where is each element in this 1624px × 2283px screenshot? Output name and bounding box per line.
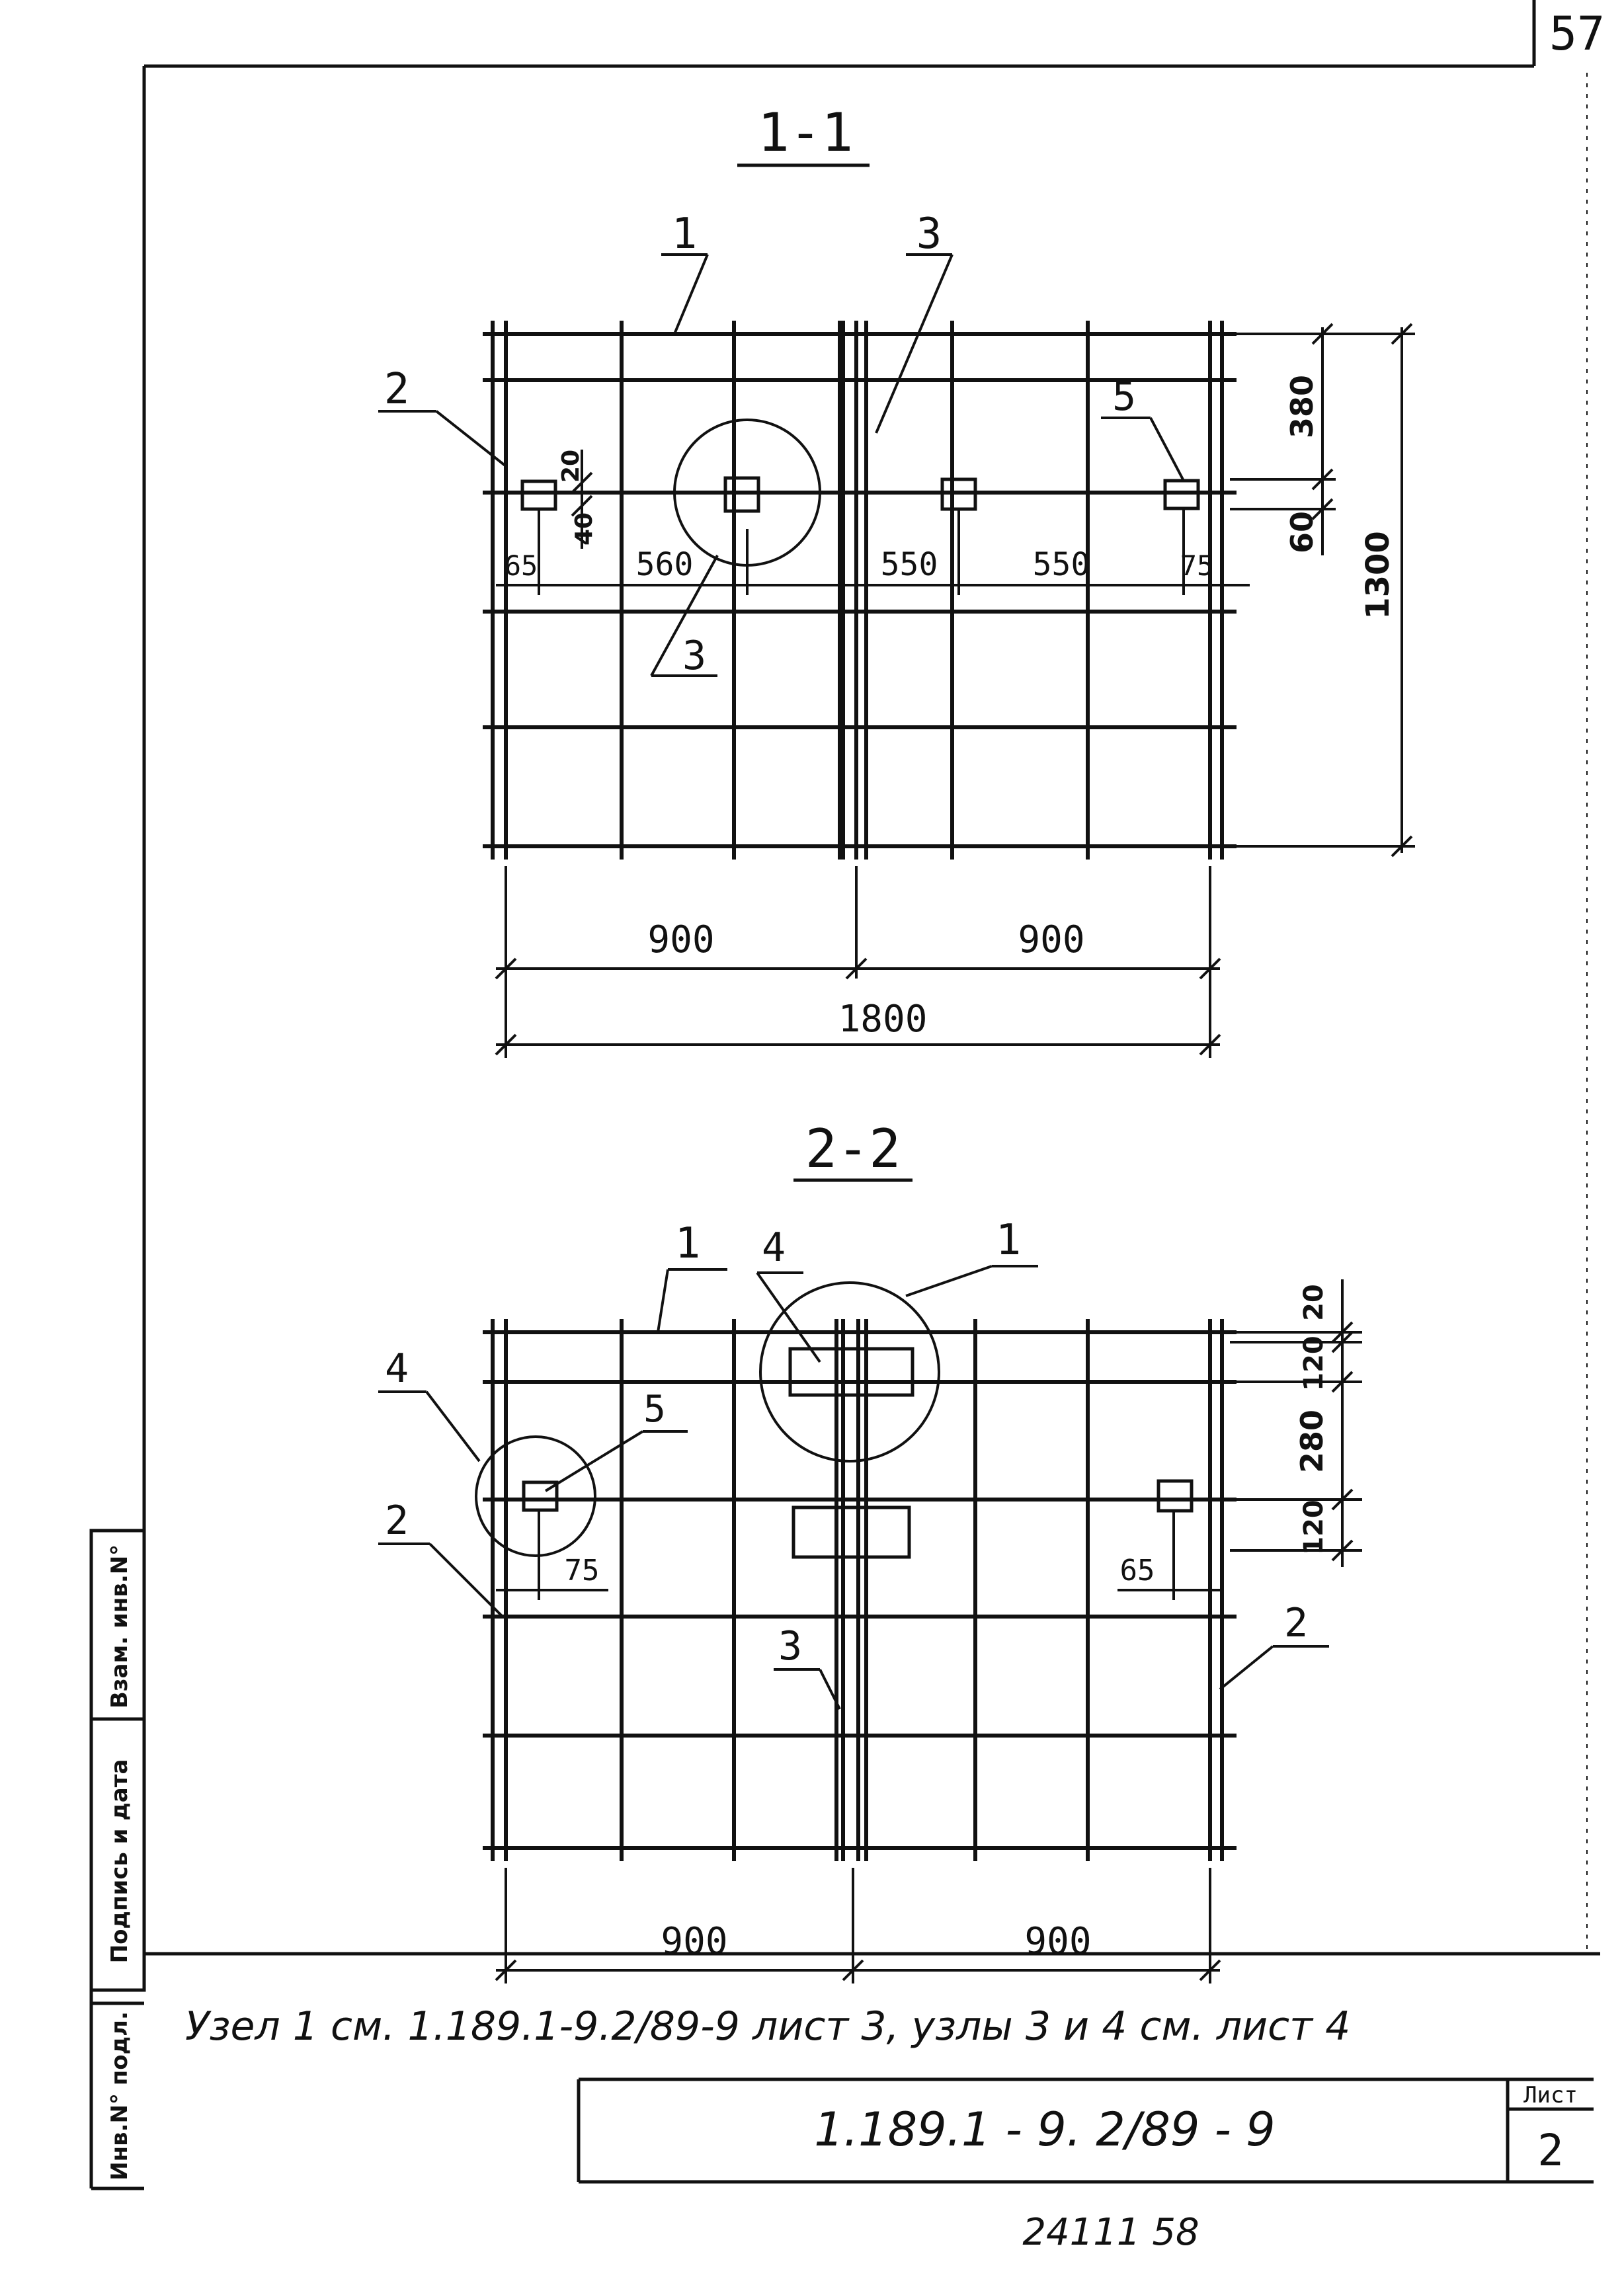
page-number: 57 (1549, 7, 1605, 61)
section-2-2-vertical-dims (1230, 1279, 1362, 1567)
sheet-label: Лист (1523, 2082, 1578, 2108)
sheet-frame (142, 0, 1600, 1956)
dim-120-bottom: 120 (1299, 1500, 1329, 1555)
section-2-2-small-dims (496, 1511, 1220, 1600)
stamp-inv-podl: Инв.N° подл. (106, 2011, 133, 2181)
dim-550-a: 550 (881, 546, 938, 583)
dim-75: 75 (1180, 549, 1214, 582)
drawing-note: Узел 1 см. 1.189.1-9.2/89-9 лист 3, узлы… (185, 2003, 1350, 2050)
sheet-number: 2 (1537, 2125, 1564, 2176)
section-1-1-horizontal-dims (496, 509, 1250, 595)
side-stamp (89, 1529, 146, 2190)
callout-4-left: 4 (385, 1345, 409, 1392)
callout-3-detail: 3 (682, 633, 706, 679)
callout-2-right: 2 (1284, 1600, 1308, 1646)
callout-1: 1 (672, 210, 698, 259)
section-1-1-bottom-dims (495, 866, 1221, 1058)
title-block (577, 2077, 1594, 2184)
dim-40: 40 (571, 512, 598, 545)
dim-900-right: 900 (1024, 1920, 1091, 1963)
dim-380: 380 (1284, 375, 1320, 438)
dim-65: 65 (1120, 1554, 1155, 1587)
callout-1-left: 1 (675, 1219, 701, 1268)
drawing-code: 1.189.1 - 9. 2/89 - 9 (814, 2103, 1275, 2157)
dim-120-top: 120 (1299, 1336, 1329, 1391)
section-1-1-vertical-dims (571, 323, 1415, 858)
stamp-vzam-inv: Взам. инв.N° (106, 1544, 133, 1708)
section-2-2-bottom-dims (495, 1868, 1221, 1983)
footer-number: 24111 58 (1022, 2211, 1199, 2254)
callout-1-right: 1 (996, 1216, 1022, 1265)
dim-20: 20 (1299, 1284, 1329, 1321)
section-1-1-leaders (378, 253, 1185, 677)
section-2-2: 2-2 (378, 1118, 1362, 1983)
dim-65: 65 (505, 549, 538, 582)
dim-75: 75 (565, 1554, 600, 1587)
dim-1800: 1800 (838, 998, 928, 1041)
detail-circle-4 (475, 1435, 596, 1557)
section-2-2-grid (483, 1319, 1237, 1861)
callout-3: 3 (778, 1623, 802, 1669)
dim-280: 280 (1294, 1410, 1330, 1473)
callout-2: 2 (384, 365, 410, 414)
section-1-1-title: 1-1 (758, 102, 854, 163)
dim-1300: 1300 (1360, 531, 1397, 620)
stamp-podpis-data: Подпись и дата (106, 1759, 133, 1964)
dim-560: 560 (636, 546, 694, 583)
callout-2-left: 2 (385, 1498, 409, 1544)
callout-4-top: 4 (762, 1224, 786, 1271)
dim-900-left: 900 (647, 918, 714, 961)
callout-5: 5 (1112, 374, 1136, 420)
dim-60: 60 (1284, 511, 1320, 553)
detail-circle-1 (759, 1281, 940, 1462)
section-2-2-leaders (378, 1265, 1329, 1710)
dim-900-right: 900 (1018, 918, 1084, 961)
section-1-1: 1-1 (378, 102, 1415, 1058)
callout-3: 3 (916, 210, 942, 259)
callout-5: 5 (643, 1388, 666, 1431)
section-2-2-title: 2-2 (805, 1118, 901, 1180)
dim-900-left: 900 (661, 1920, 727, 1963)
dim-550-b: 550 (1033, 546, 1090, 583)
dim-20: 20 (557, 450, 585, 483)
